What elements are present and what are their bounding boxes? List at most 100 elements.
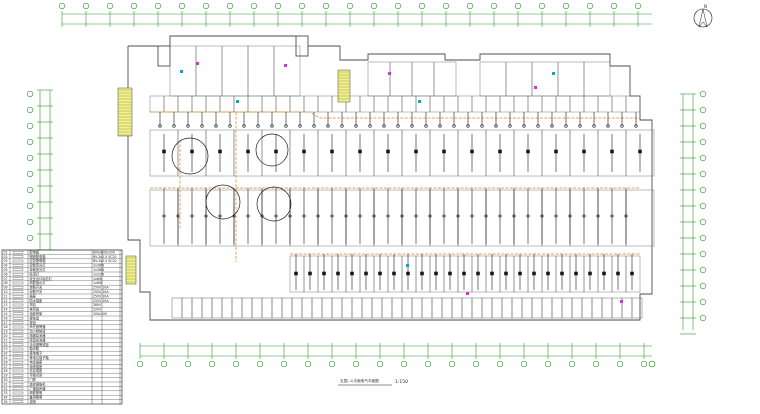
legend-row-code: 07 [4, 277, 8, 281]
legend-row-symbol: 风机 [30, 302, 37, 307]
fixture-symbol [228, 124, 232, 128]
room-cell [625, 129, 655, 177]
legend-row-code: 19 [4, 330, 8, 334]
grid-axis-bubble [490, 2, 498, 10]
fixture-symbol [564, 124, 568, 128]
legend-symbol-swatch [12, 251, 24, 254]
fixture-symbol [298, 124, 302, 128]
legend-row-symbol: 防水插座 [30, 298, 44, 303]
legend-row-code: 24 [4, 352, 8, 356]
fixture-symbol [624, 214, 628, 218]
legend-row-spec: BV-3x2.5 SC20 [93, 255, 117, 259]
panel-symbol [274, 149, 278, 154]
fixture-symbol [484, 214, 488, 218]
accent-marker [284, 64, 287, 67]
legend-row-spec: 1x36W [93, 268, 105, 272]
legend-row-code: 21 [4, 338, 8, 342]
grid-axis-bubble [26, 234, 34, 242]
legend-row-code: 31 [4, 382, 8, 386]
legend-row-code: 16 [4, 316, 8, 320]
legend-row-code: 22 [4, 343, 8, 347]
accent-marker [534, 86, 537, 89]
legend-row-symbol: 广播扬声器 [30, 386, 47, 391]
grid-axis-bubble [699, 250, 707, 258]
grid-axis-bubble [616, 360, 624, 368]
grid-axis-bubble [699, 90, 707, 98]
fixture-symbol [186, 124, 190, 128]
fixture-symbol [414, 214, 418, 218]
fixture-symbol [620, 124, 624, 128]
legend-symbol-swatch [12, 356, 24, 359]
panel-symbol [350, 271, 354, 276]
panel-symbol [358, 149, 362, 154]
legend-row-symbol: 排风扇 [30, 307, 40, 312]
panel-symbol [364, 271, 368, 276]
legend-row-symbol: 模块箱 [30, 346, 40, 351]
legend-row-spec: 200x100 [93, 312, 107, 316]
legend-row-code: 08 [4, 281, 8, 285]
grid-axis-bubble [26, 122, 34, 130]
grid-axis-bubble [699, 218, 707, 226]
fixture-symbol [172, 124, 176, 128]
legend-symbol-swatch [12, 343, 24, 346]
panel-symbol [336, 271, 340, 276]
panel-symbol [442, 149, 446, 154]
grid-axis-bubble [26, 186, 34, 194]
grid-axis-bubble [699, 122, 707, 130]
legend-symbol-swatch [12, 334, 24, 337]
grid-axis-bubble [496, 360, 504, 368]
legend-row-symbol: 电话插座 [30, 359, 44, 364]
grid-axis-bubble [544, 360, 552, 368]
legend-row-spec: 1x8W [93, 277, 103, 281]
fixture-symbol [508, 124, 512, 128]
panel-symbol [386, 149, 390, 154]
legend-row-spec: 1x22W [93, 272, 105, 276]
panel-symbol [302, 149, 306, 154]
fixture-symbol [424, 124, 428, 128]
legend-row-code: 10 [4, 290, 8, 294]
grid-axis-bubble [58, 2, 66, 10]
grid-axis-bubble [472, 360, 480, 368]
callout-circle [255, 133, 289, 167]
grid-axis-bubble [699, 202, 707, 210]
panel-symbol [406, 271, 410, 276]
legend-row-symbol: 双管荧光灯 [30, 263, 47, 268]
fixture-symbol [190, 214, 194, 218]
panel-symbol [498, 149, 502, 154]
fixture-symbol [242, 124, 246, 128]
legend-symbol-swatch [12, 339, 24, 342]
grid-axis-bubble [178, 2, 186, 10]
fixture-symbol [606, 124, 610, 128]
panel-symbol [532, 271, 536, 276]
panel-symbol [602, 271, 606, 276]
fixture-symbol [400, 214, 404, 218]
panel-symbol [546, 271, 550, 276]
grid-axis-bubble [514, 2, 522, 10]
legend-symbol-swatch [12, 277, 24, 280]
grid-axis-bubble [208, 360, 216, 368]
legend-row-code: 34 [4, 396, 8, 400]
panel-symbol [420, 271, 424, 276]
legend-row-symbol: 单联开关 [30, 285, 44, 290]
legend-row-symbol: 监控摄像机 [30, 381, 47, 386]
room-cell [625, 255, 641, 293]
grid-axis-bubble [274, 2, 282, 10]
fixture-symbol [442, 214, 446, 218]
accent-marker [552, 72, 555, 75]
legend-row-symbol: 信息插座 [30, 368, 44, 373]
legend-row-symbol: 应急照明箱 [30, 258, 47, 263]
grid-axis-bubble [592, 360, 600, 368]
legend-row-spec: 1x8W [93, 281, 103, 285]
grid-axis-bubble [106, 2, 114, 10]
grid-axis-bubble [699, 170, 707, 178]
legend-row-code: 27 [4, 365, 8, 369]
fixture-symbol [158, 124, 162, 128]
panel-symbol [574, 271, 578, 276]
fixture-symbol [540, 214, 544, 218]
fixture-symbol [578, 124, 582, 128]
fixture-symbol [204, 214, 208, 218]
grid-axis-bubble [520, 360, 528, 368]
